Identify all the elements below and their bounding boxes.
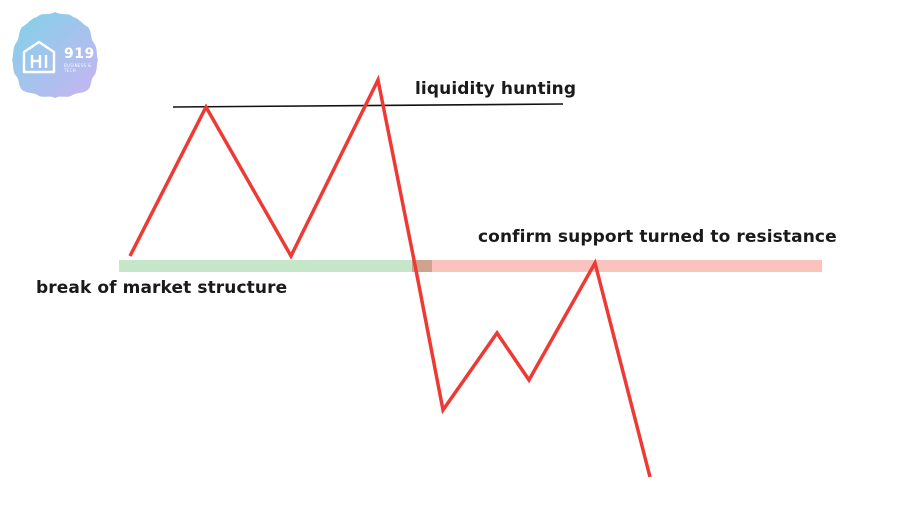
price-line [128, 74, 652, 478]
confirm-resistance-label: confirm support turned to resistance [478, 227, 837, 247]
liquidity-line [172, 103, 564, 108]
support-zone [119, 260, 412, 272]
logo-number: 919 [64, 46, 95, 62]
liquidity-hunting-label: liquidity hunting [415, 79, 577, 99]
break-of-structure-label: break of market structure [36, 278, 288, 298]
logo-tagline: BUSINESS & TECH [64, 63, 92, 73]
brand-logo: 919 BUSINESS & TECH [10, 10, 100, 100]
logo-badge-icon [12, 12, 98, 98]
resistance-zone [432, 260, 822, 272]
